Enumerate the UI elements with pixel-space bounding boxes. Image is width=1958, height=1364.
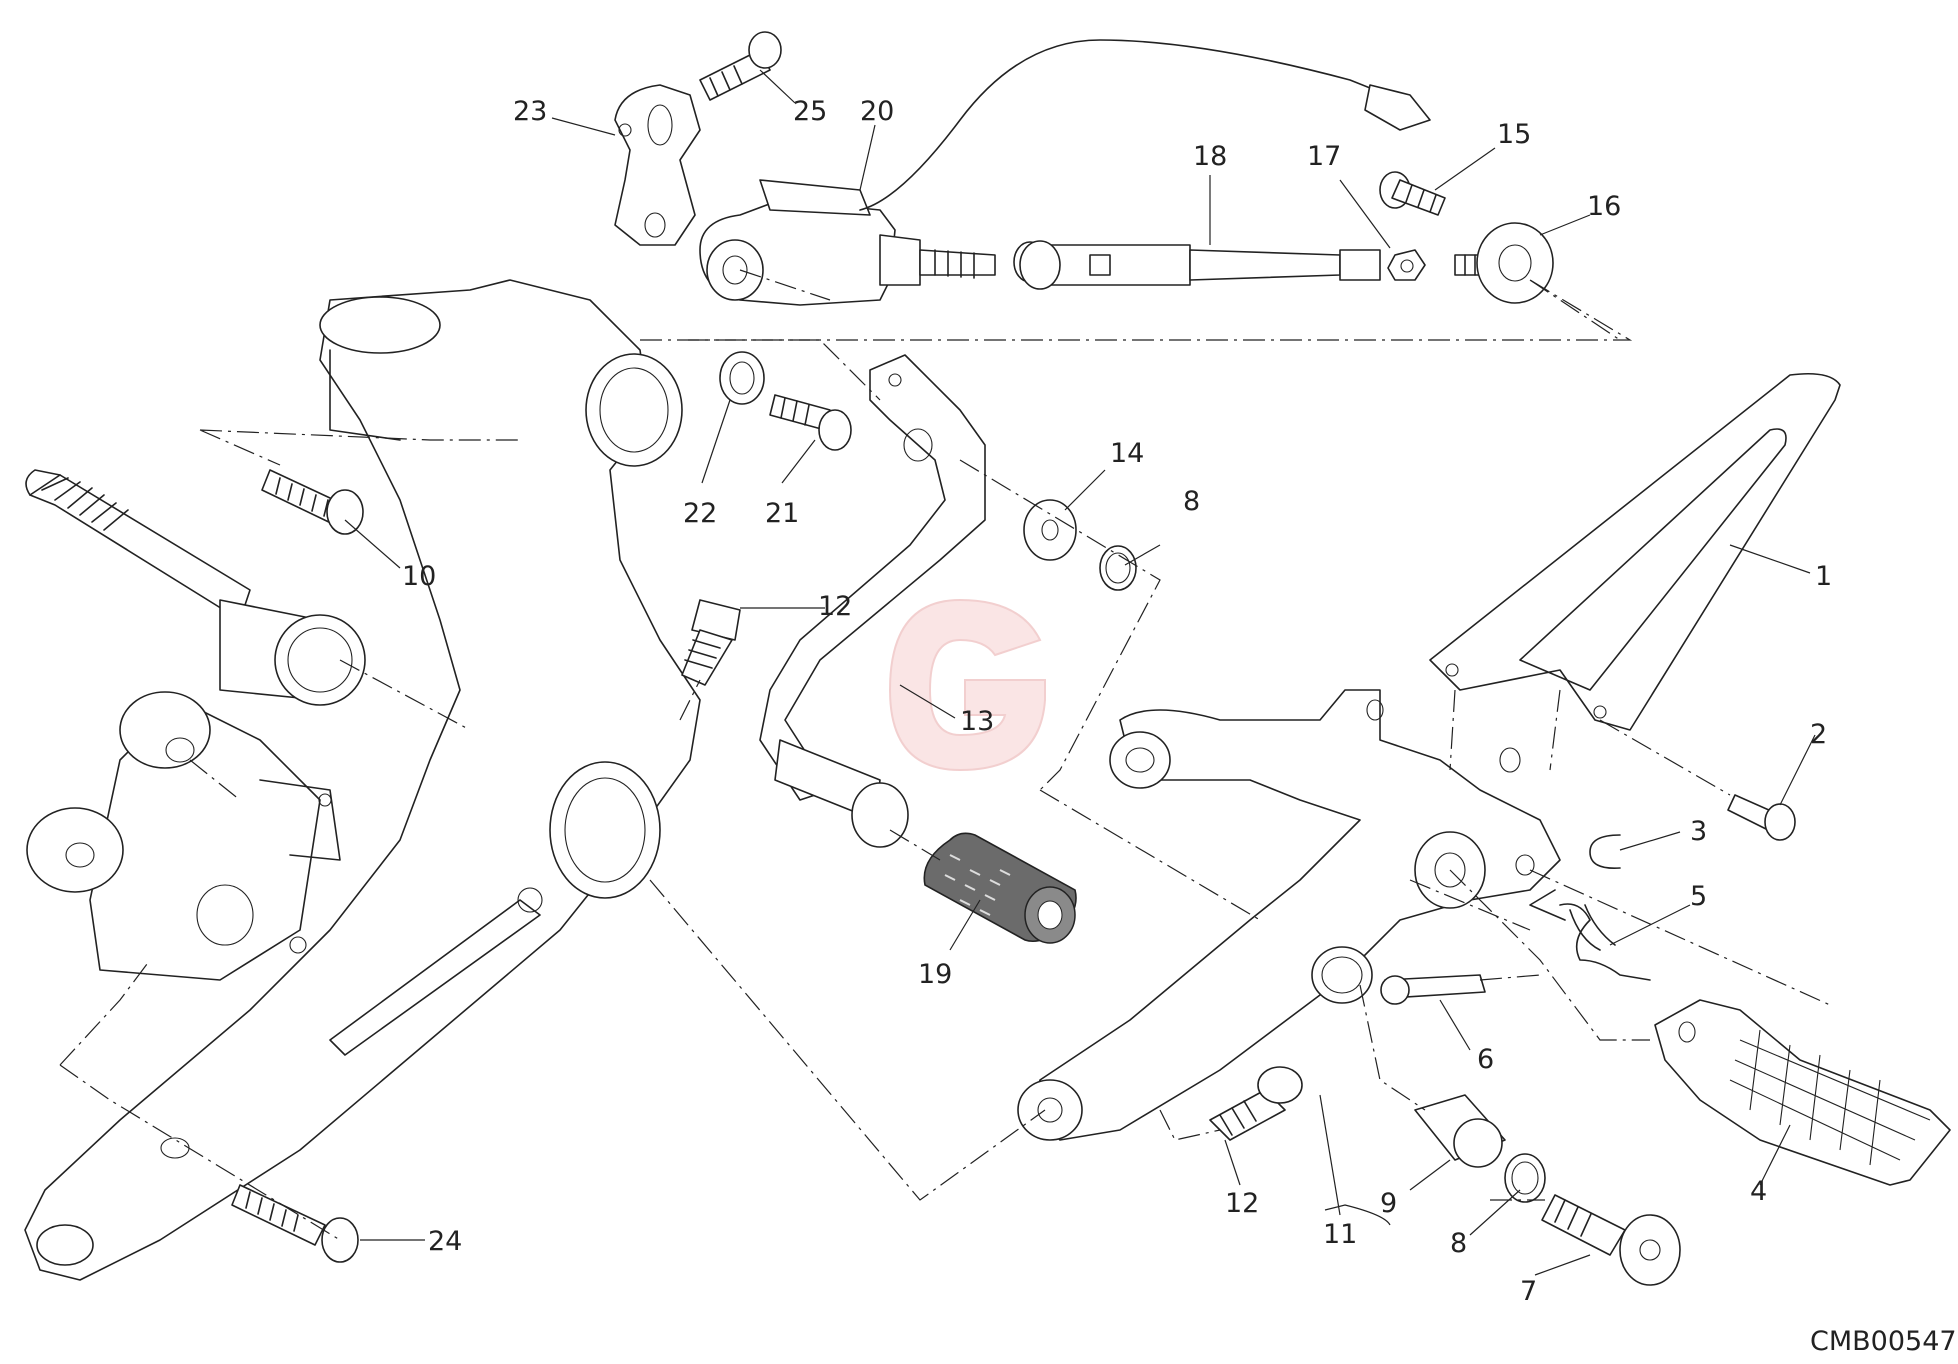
callout-4: 4 bbox=[1750, 1176, 1767, 1207]
callout-8-lower: 8 bbox=[1450, 1228, 1467, 1259]
callout-12-upper: 12 bbox=[818, 591, 852, 622]
callout-17: 17 bbox=[1307, 141, 1341, 172]
washer-14 bbox=[1023, 499, 1077, 561]
rod-end-16 bbox=[1454, 222, 1554, 304]
callout-24: 24 bbox=[428, 1226, 462, 1257]
callout-14: 14 bbox=[1110, 438, 1144, 469]
bolt-25 bbox=[699, 31, 782, 101]
callout-25: 25 bbox=[793, 96, 827, 127]
callout-11: 11 bbox=[1323, 1219, 1357, 1250]
spacer-9 bbox=[1414, 1094, 1506, 1168]
pin-6 bbox=[1380, 974, 1486, 1005]
bolt-21 bbox=[769, 394, 852, 451]
callout-16: 16 bbox=[1587, 191, 1621, 222]
callout-6: 6 bbox=[1477, 1044, 1494, 1075]
drawing-code: CMB00547 bbox=[1810, 1326, 1957, 1357]
bolt-2 bbox=[1727, 794, 1796, 841]
callout-10: 10 bbox=[402, 561, 436, 592]
bolt-24 bbox=[231, 1184, 359, 1263]
callout-13: 13 bbox=[960, 706, 994, 737]
callout-21: 21 bbox=[765, 498, 799, 529]
leader-lines bbox=[344, 69, 1816, 1276]
callout-5: 5 bbox=[1690, 881, 1707, 912]
callout-23: 23 bbox=[513, 96, 547, 127]
callout-labels: 1 2 3 4 5 6 7 8 8 9 10 11 12 12 13 14 15… bbox=[402, 96, 1832, 1307]
bolt-7 bbox=[1541, 1194, 1681, 1286]
left-footpeg-tube bbox=[25, 469, 366, 706]
callout-15: 15 bbox=[1497, 119, 1531, 150]
callout-2: 2 bbox=[1810, 719, 1827, 750]
linkage-arm-23 bbox=[614, 84, 701, 246]
pushrod-18 bbox=[1013, 240, 1381, 290]
callout-1: 1 bbox=[1815, 561, 1832, 592]
callout-3: 3 bbox=[1690, 816, 1707, 847]
spring-5 bbox=[1529, 889, 1651, 981]
callout-7: 7 bbox=[1520, 1276, 1537, 1307]
washer-22 bbox=[719, 351, 765, 405]
callout-8-upper: 8 bbox=[1183, 486, 1200, 517]
lever-13 bbox=[759, 354, 986, 848]
lever-rubber-19 bbox=[923, 832, 1077, 944]
assembly-centerlines bbox=[59, 269, 1831, 1241]
left-mount-bracket bbox=[26, 691, 341, 981]
right-footpeg-4 bbox=[1654, 999, 1951, 1186]
circlip-3 bbox=[1589, 834, 1621, 869]
callout-22: 22 bbox=[683, 498, 717, 529]
rear-brake-master-cylinder-20 bbox=[699, 39, 1431, 306]
bolt-12-lower bbox=[1209, 1066, 1303, 1141]
callout-20: 20 bbox=[860, 96, 894, 127]
bolt-10 bbox=[261, 469, 364, 535]
watermark bbox=[888, 598, 1046, 772]
callout-19: 19 bbox=[918, 959, 952, 990]
callout-18: 18 bbox=[1193, 141, 1227, 172]
bolt-12-upper bbox=[681, 599, 741, 686]
bolt-15 bbox=[1379, 171, 1446, 216]
callout-12-lower: 12 bbox=[1225, 1188, 1259, 1219]
callout-9: 9 bbox=[1380, 1188, 1397, 1219]
washer-8-upper bbox=[1099, 545, 1137, 591]
frame-hanger-bracket bbox=[24, 279, 701, 1281]
washer-8-lower bbox=[1504, 1153, 1546, 1203]
heel-guard-1 bbox=[1429, 372, 1841, 731]
nut-17 bbox=[1387, 249, 1426, 281]
